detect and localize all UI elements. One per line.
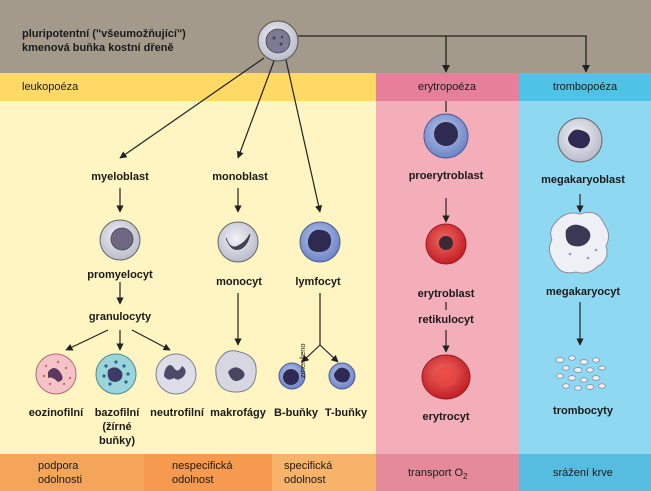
retikulocyt-label: retikulocyt (418, 314, 474, 326)
granulocyty-to-neutrofilni-arrow (131, 329, 171, 351)
footer-podpora-band (0, 454, 144, 491)
erytroblast-cell (425, 223, 467, 265)
footer-nespecificka-band (144, 454, 272, 491)
footer-nespecificka-label-line2: odolnost (172, 474, 214, 486)
b-bunky-cell (278, 362, 306, 390)
monocyt-cell (217, 221, 259, 263)
stem-cell (257, 20, 299, 62)
erytrocyt-label: erytrocyt (422, 411, 470, 423)
footer-specificka-band (272, 454, 376, 491)
erytrocyt-cell (421, 354, 471, 400)
erytropoeza-header-band (376, 73, 519, 101)
makrofagy-cell (215, 350, 257, 393)
leukopoeza-title: leukopoéza (22, 81, 79, 93)
eozinofilni-cell (35, 353, 77, 395)
bazofilni-label-line1: bazofilní (94, 407, 140, 419)
neutrofilni-cell (155, 353, 197, 395)
erytropoeza-title: erytropoéza (417, 81, 477, 93)
megakaryoblast-label: megakaryoblast (541, 174, 625, 186)
footer-podpora-label-line2: odolnosti (38, 474, 83, 486)
stem-cell-label-line2: kmenová buňka kostní dřeně (22, 42, 174, 54)
footer-transport-band (376, 454, 519, 491)
stem-to-trombopoeza-line (446, 35, 590, 73)
stem-to-erytropoeza-line (298, 35, 450, 73)
bazofilni-label-line2: (žírné (102, 421, 132, 433)
lymfocyt-label: lymfocyt (295, 276, 341, 288)
monocyt-label: monocyt (216, 276, 262, 288)
footer-transport-label: transport O2 (408, 467, 467, 483)
leukopoeza-body-band (0, 101, 376, 454)
transport-prefix: transport O (408, 467, 464, 479)
t-bunky-label: T-buňky (324, 407, 368, 419)
proerytroblast-label: proerytroblast (408, 170, 484, 182)
lymfocyt-to-t-arrow (319, 344, 339, 363)
monoblast-label: monoblast (212, 171, 268, 183)
footer-specificka-label-line2: odolnost (284, 474, 326, 486)
bazofilni-label-line3: buňky) (98, 435, 136, 447)
bazofilni-cell (95, 353, 137, 395)
trombocyty-label: trombocyty (553, 405, 613, 417)
megakaryocyt-label: megakaryocyt (546, 286, 620, 298)
footer-nespecificka-label-line1: nespecifická (172, 460, 233, 472)
lymfocyt-cell (299, 221, 341, 263)
myeloblast-label: myeloblast (91, 171, 149, 183)
footer-srazeni-band (519, 454, 651, 491)
granulocyty-label: granulocyty (88, 311, 152, 323)
proerytroblast-cell (423, 113, 469, 159)
neutrofilni-label: neutrofilní (150, 407, 204, 419)
eozinofilni-label: eozinofilní (28, 407, 84, 419)
megakaryocyt-cell (548, 211, 610, 274)
stem-to-monoblast-arrow (236, 60, 275, 159)
trombocyty-cluster (555, 355, 606, 391)
makrofagy-label: makrofágy (210, 407, 266, 419)
stem-cell-label-line1: pluripotentní ("všeumožňující") (22, 28, 186, 40)
trombopoeza-title: trombopoéza (552, 81, 618, 93)
footer-srazeni-label: srážení krve (553, 467, 613, 479)
stem-to-lymfocyt-arrow (285, 59, 323, 213)
promyelocyt-cell (99, 219, 141, 261)
promyelocyt-label: promyelocyt (87, 269, 153, 281)
t-bunky-cell (328, 362, 356, 390)
b-bunky-label: B-buňky (274, 407, 318, 419)
footer-podpora-label-line1: podpora (38, 460, 79, 472)
leukopoeza-header-band (0, 73, 376, 101)
erytroblast-label: erytroblast (417, 288, 475, 300)
zmenseno-label: zmenšeno (298, 343, 307, 378)
megakaryoblast-cell (557, 117, 603, 163)
footer-specificka-label-line1: specifická (284, 460, 333, 472)
trombopoeza-header-band (519, 73, 651, 101)
stem-to-myeloblast-arrow (119, 57, 265, 159)
transport-subscript: 2 (463, 472, 468, 482)
granulocyty-to-eozinofilni-arrow (65, 329, 109, 351)
lymfocyt-to-b-arrow (301, 344, 321, 363)
